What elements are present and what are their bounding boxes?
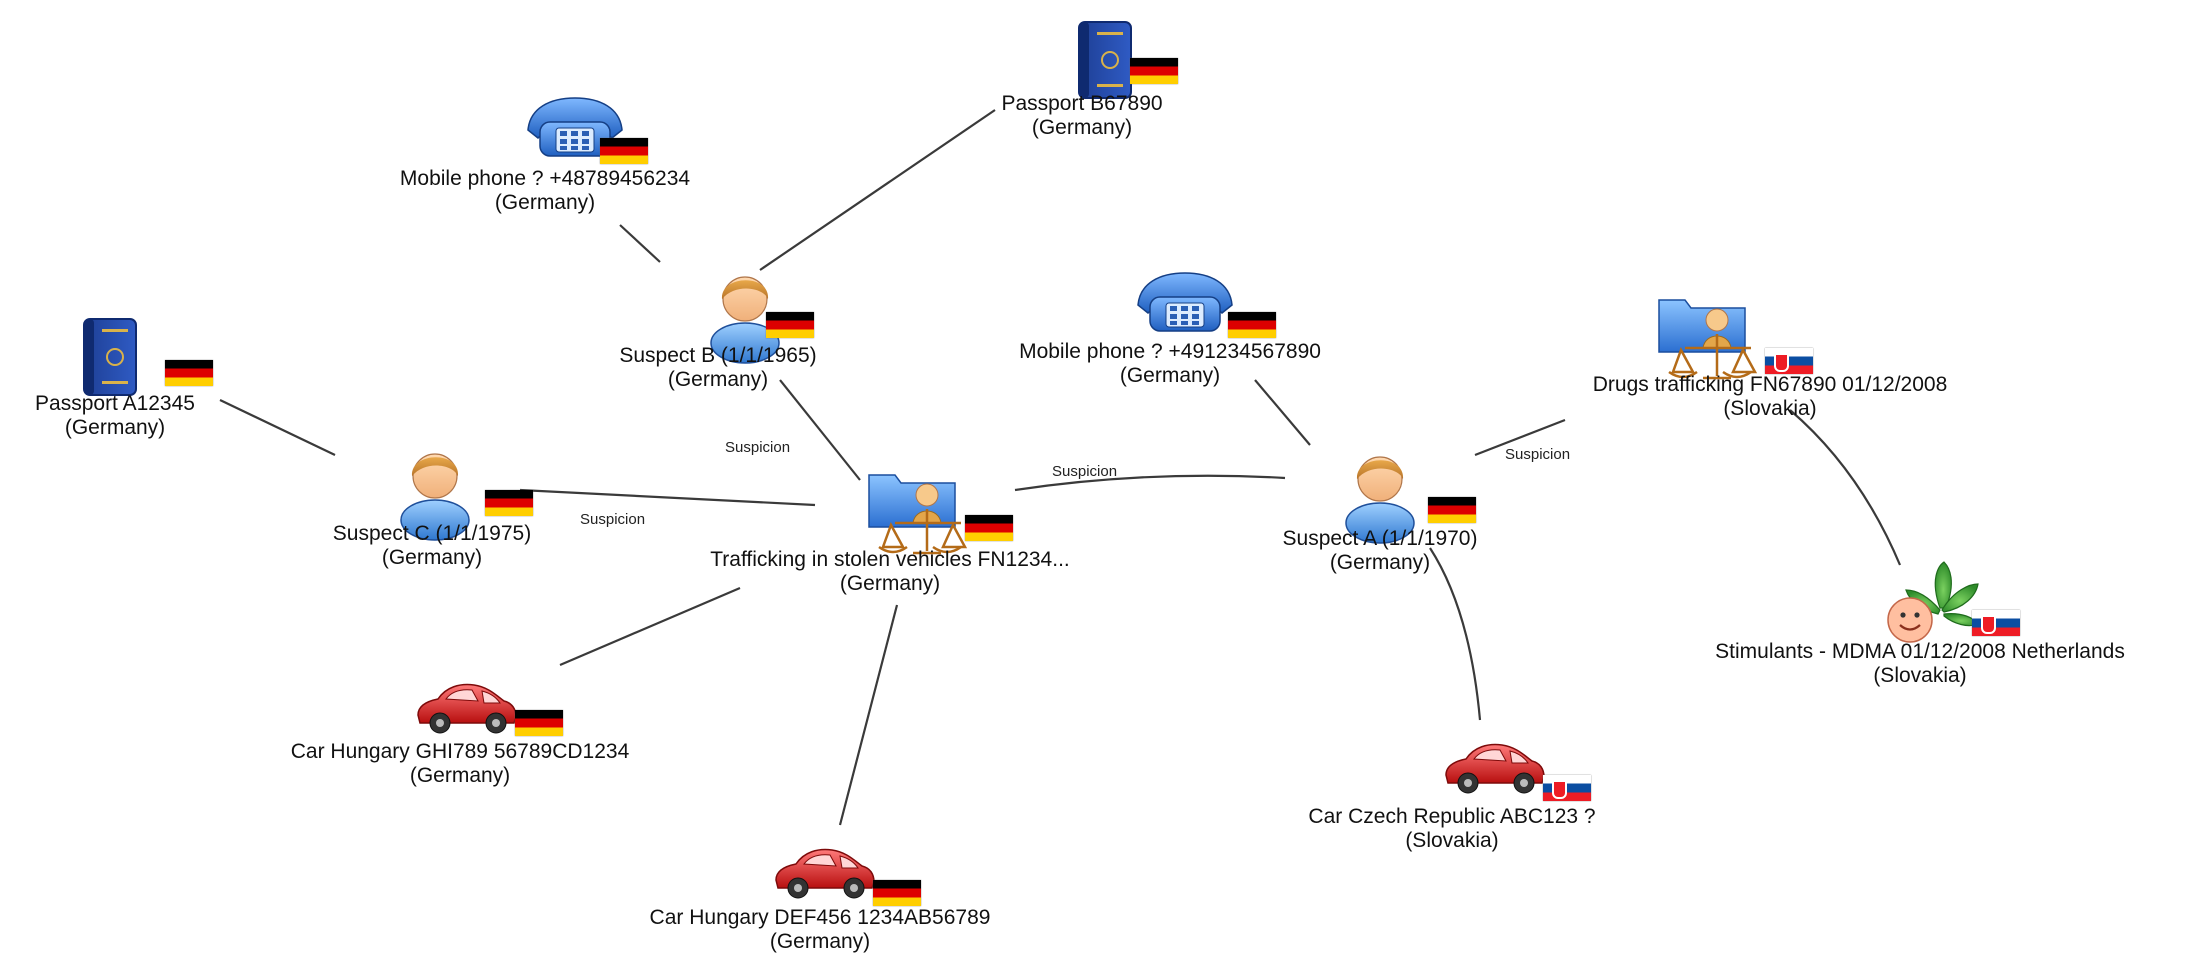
node-title: Car Hungary DEF456 1234AB56789 [649,906,991,929]
passport-icon[interactable] [83,318,137,396]
node-country: (Germany) [839,572,941,595]
edge-case-drugs-stimulants [1789,409,1902,566]
germany-flag [1130,58,1178,84]
node-title: Passport A12345 [35,392,195,415]
edge-suspect-b-case-vehicles [779,379,861,481]
passport-icon[interactable] [1078,21,1132,99]
germany-flag [766,312,814,338]
node-label: Car Czech Republic ABC123 ?(Slovakia) [1308,805,1595,853]
edge-label: Suspicion [580,511,645,528]
node-label: Car Hungary GHI789 56789CD1234(Germany) [291,740,630,788]
node-title: Trafficking in stolen vehicles FN1234... [710,548,1070,571]
car-icon[interactable] [417,683,517,734]
case-folder-icon[interactable] [1658,299,1758,380]
germany-flag [515,710,563,736]
node-country: (Germany) [769,930,871,953]
node-title: Stimulants - MDMA 01/12/2008 Netherlands [1715,640,2125,663]
edge-passport-a-suspect-c [219,399,336,456]
node-label: Trafficking in stolen vehicles FN1234...… [710,548,1070,596]
germany-flag [1228,312,1276,338]
node-country: (Slovakia) [1405,829,1499,852]
node-title: Drugs trafficking FN67890 01/12/2008 [1592,373,1948,396]
person-icon[interactable] [710,276,780,364]
node-label: Mobile phone ? +48789456234(Germany) [400,167,690,215]
drug-plant-icon[interactable] [1887,561,1979,643]
node-label: Passport B67890(Germany) [1001,92,1162,140]
node-country: (Germany) [381,546,483,569]
node-country: (Germany) [1119,364,1221,387]
edge-suspect-a-car-abc [1429,547,1482,721]
node-title: Car Czech Republic ABC123 ? [1308,805,1596,828]
germany-flag [165,360,213,386]
germany-flag [873,880,921,906]
phone-icon[interactable] [527,97,623,157]
person-icon[interactable] [400,453,470,541]
car-icon[interactable] [775,848,875,899]
edge-mobile-a-suspect-a [1254,379,1311,446]
node-label: Stimulants - MDMA 01/12/2008 Netherlands… [1715,640,2125,688]
node-country: (Slovakia) [1873,664,1967,687]
node-country: (Germany) [64,416,166,439]
node-country: (Germany) [494,191,596,214]
node-label: Mobile phone ? +491234567890(Germany) [1019,340,1321,388]
case-folder-icon[interactable] [868,474,968,555]
edge-label: Suspicion [1505,446,1570,463]
edge-suspect-a-case-drugs [1474,418,1566,457]
node-title: Suspect A (1/1/1970) [1282,527,1478,550]
node-label: Suspect A (1/1/1970)(Germany) [1283,527,1478,575]
node-title: Passport B67890 [1001,92,1163,115]
node-title: Car Hungary GHI789 56789CD1234 [290,740,630,763]
phone-icon[interactable] [1137,272,1233,332]
germany-flag [600,138,648,164]
edge-mobile-b-suspect-b [619,224,661,263]
node-title: Suspect C (1/1/1975) [332,522,532,545]
slovakia-flag [1972,610,2020,636]
node-label: Passport A12345(Germany) [35,392,195,440]
germany-flag [965,515,1013,541]
node-title: Mobile phone ? +491234567890 [1019,340,1321,363]
edge-label: Suspicion [725,439,790,456]
node-label: Drugs trafficking FN67890 01/12/2008(Slo… [1593,373,1948,421]
slovakia-flag [1765,348,1813,374]
node-country: (Germany) [1329,551,1431,574]
node-label: Car Hungary DEF456 1234AB56789(Germany) [650,906,991,954]
node-country: (Germany) [409,764,511,787]
car-icon[interactable] [1445,743,1545,794]
node-country: (Germany) [1031,116,1133,139]
edge-case-vehicles-car-def [838,604,899,826]
edge-case-vehicles-car-ghi [559,586,741,667]
edge-suspect-c-case-vehicles [519,488,816,507]
node-label: Suspect B (1/1/1965)(Germany) [619,344,816,392]
node-label: Suspect C (1/1/1975)(Germany) [333,522,531,570]
edge-suspect-a-case-vehicles [1014,474,1286,492]
node-title: Suspect B (1/1/1965) [619,344,817,367]
germany-flag [485,490,533,516]
edge-label: Suspicion [1052,463,1117,480]
node-country: (Germany) [667,368,769,391]
edge-passport-b-suspect-b [759,109,996,271]
node-country: (Slovakia) [1723,397,1817,420]
slovakia-flag [1543,775,1591,801]
germany-flag [1428,497,1476,523]
node-title: Mobile phone ? +48789456234 [399,167,691,190]
person-icon[interactable] [1345,456,1415,544]
